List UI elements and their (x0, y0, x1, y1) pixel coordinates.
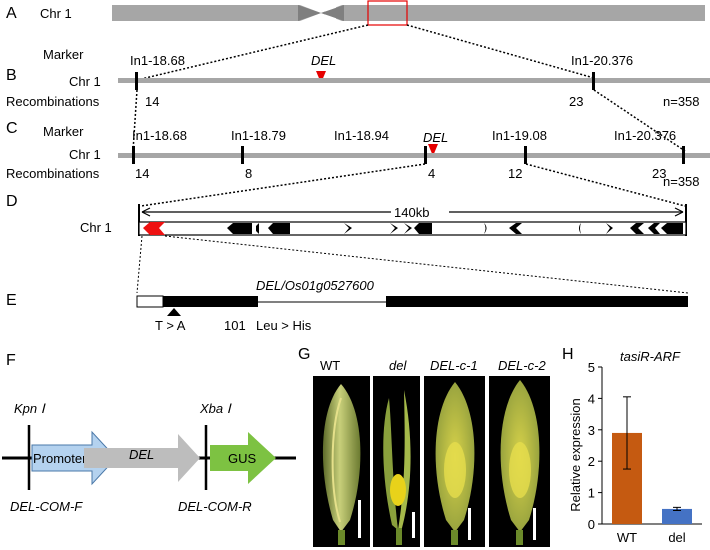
panel-c-count-4: 12 (508, 166, 522, 181)
panel-b-rec-label: Recombinations (6, 94, 100, 109)
y-tick-label: 1 (588, 486, 595, 501)
panel-b-chr-label: Chr 1 (69, 74, 101, 89)
panel-c-marker-1: In1-18.68 (132, 128, 187, 143)
chart-title: tasiR-ARF (620, 349, 681, 364)
panel-c-n: n=358 (663, 174, 700, 189)
panel-g-letter: G (298, 346, 310, 363)
seed-label-del-c-1: DEL-c-1 (430, 358, 478, 373)
promoter-arrow (31, 430, 117, 486)
panel-c-marker-2: In1-18.79 (231, 128, 286, 143)
primer-f-label: DEL-COM-F (10, 499, 83, 514)
panel-e-position: 101 (224, 318, 246, 333)
y-tick-label: 2 (588, 454, 595, 469)
seed-label-wt: WT (320, 358, 340, 373)
panel-c-count-1: 14 (135, 166, 149, 181)
gus-arrow (210, 432, 276, 484)
chromosome-a (112, 5, 705, 21)
bac-region (138, 221, 687, 236)
y-tick-label: 5 (588, 360, 595, 375)
panel-c-letter: C (6, 120, 18, 137)
panel-b-marker-2: In1-20.376 (571, 53, 633, 68)
panel-c-marker-3: In1-18.94 (334, 128, 389, 143)
del-cds-label: DEL (129, 447, 154, 462)
panel-h-letter: H (562, 346, 574, 363)
x-tick-label: del (668, 530, 685, 545)
panel-b-letter: B (6, 67, 17, 84)
panel-b-count-1: 14 (145, 94, 159, 109)
gus-label: GUS (228, 451, 257, 466)
panel-e-mutation: T > A (155, 318, 186, 333)
seed-label-del: del (389, 358, 407, 373)
seed-label-del-c-2: DEL-c-2 (498, 358, 546, 373)
panel-d-chr-label: Chr 1 (80, 220, 112, 235)
seed-photo-wt (313, 376, 370, 547)
seed-photo-del (373, 376, 420, 547)
y-tick-label: 0 (588, 517, 595, 532)
panel-f-letter: F (6, 352, 16, 369)
panel-a-chr-label: Chr 1 (40, 6, 72, 21)
gene-structure (136, 295, 688, 308)
panel-c-marker-5: In1-20.376 (614, 128, 676, 143)
panel-b-del-marker (316, 71, 326, 83)
panel-b-chromosome (118, 78, 710, 83)
zoom-box (367, 0, 408, 26)
panel-b-marker-label: Marker (43, 47, 84, 62)
mutation-site-marker (167, 308, 181, 316)
panel-d-size-label: 140kb (394, 205, 429, 220)
y-tick-label: 3 (588, 423, 595, 438)
panel-c-marker-4: In1-19.08 (492, 128, 547, 143)
seed-photo-del-c-2 (489, 376, 550, 547)
panel-b-del-label: DEL (311, 53, 336, 68)
panel-c-del-marker (428, 144, 438, 156)
panel-b-n: n=358 (663, 94, 700, 109)
panel-c-marker-label: Marker (43, 124, 84, 139)
y-tick-label: 4 (588, 391, 595, 406)
chart-plot: 0 1 2 3 4 5WT del (588, 360, 702, 545)
panel-c-chromosome (118, 153, 710, 158)
primer-r-label: DEL-COM-R (178, 499, 252, 514)
del-cds-arrow (84, 434, 200, 482)
panel-c-del-label: DEL (423, 130, 448, 145)
chart-y-label: Relative expression (568, 398, 583, 511)
panel-c-count-2: 8 (245, 166, 252, 181)
panel-b-marker-1: In1-18.68 (130, 53, 185, 68)
panel-e-gene-label: DEL/Os01g0527600 (256, 278, 375, 293)
panel-c-rec-label: Recombinations (6, 166, 100, 181)
bar-del (662, 508, 692, 524)
xba-site-label: Xba Ⅰ (199, 401, 232, 416)
x-tick-label: WT (617, 530, 637, 545)
panel-c-count-3: 4 (428, 166, 435, 181)
panel-c-count-5: 23 (652, 166, 666, 181)
gene-models (227, 223, 683, 234)
kpn-site-label: Kpn Ⅰ (14, 401, 46, 416)
seed-photo-del-c-1 (424, 376, 485, 547)
panel-e-aa-change: Leu > His (256, 318, 312, 333)
promoter-label: Promoter (33, 451, 87, 466)
del-gene-highlight (143, 222, 165, 235)
panel-d-letter: D (6, 193, 18, 210)
panel-b-count-2: 23 (569, 94, 583, 109)
panel-e-letter: E (6, 292, 17, 309)
panel-a-letter: A (6, 5, 17, 22)
panel-c-chr-label: Chr 1 (69, 147, 101, 162)
